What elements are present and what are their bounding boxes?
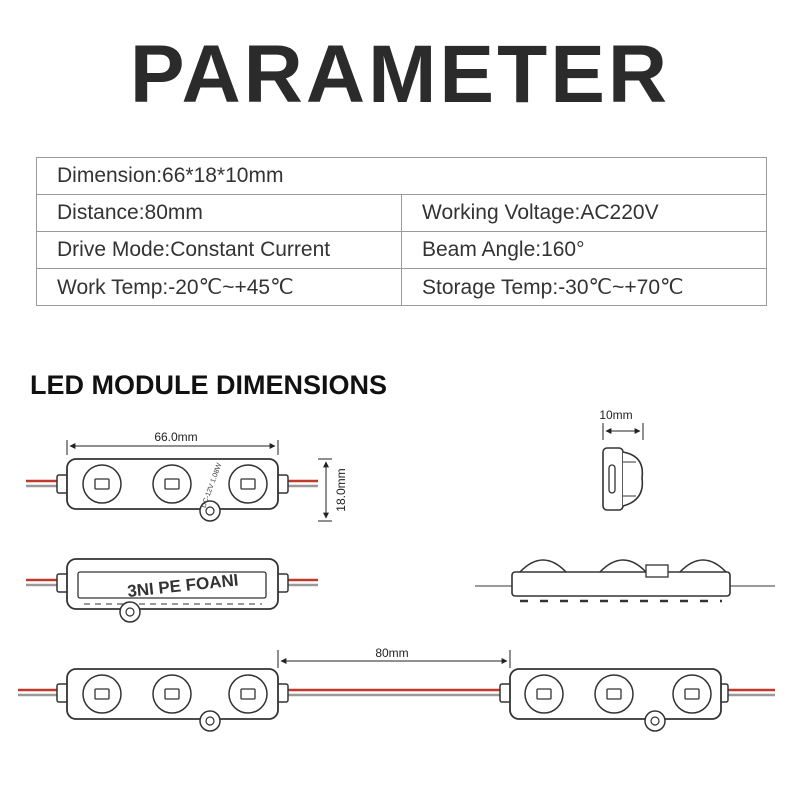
page-title: PARAMETER (129, 29, 671, 120)
depth-label: 10mm (599, 408, 632, 422)
led-module-back-view: 3NI PE FOANI (26, 558, 318, 623)
led-module-elevation-view (475, 559, 775, 603)
spacing-dimension: 80mm (277, 646, 511, 668)
led-module-front-view: DC-12V 1.08W (26, 458, 318, 522)
dimension-cell: Dimension:66*18*10mm (36, 157, 767, 195)
led-module-side-view: 10mm (599, 408, 644, 511)
section-title: LED MODULE DIMENSIONS (30, 370, 388, 400)
table-row: Work Temp:-20℃~+45℃ Storage Temp:-30℃~+7… (36, 268, 767, 306)
spacing-label: 80mm (375, 646, 408, 660)
table-row: Dimension:66*18*10mm (36, 157, 767, 195)
beam-angle-cell: Beam Angle:160° (401, 231, 767, 269)
length-label: 66.0mm (154, 430, 197, 444)
table-row: Distance:80mm Working Voltage:AC220V (36, 194, 767, 232)
distance-cell: Distance:80mm (36, 194, 402, 232)
mounting-tab (199, 500, 221, 522)
led-module-chain (18, 668, 775, 732)
height-label: 18.0mm (334, 468, 348, 511)
storage-temp-cell: Storage Temp:-30℃~+70℃ (401, 268, 767, 306)
work-temp-cell: Work Temp:-20℃~+45℃ (36, 268, 402, 306)
voltage-cell: Working Voltage:AC220V (401, 194, 767, 232)
length-dimension: 66.0mm (66, 430, 279, 455)
led-lens-1 (82, 464, 122, 504)
led-lens-2 (152, 464, 192, 504)
parameter-table: Dimension:66*18*10mm Distance:80mm Worki… (36, 157, 767, 306)
led-lens-3 (228, 464, 268, 504)
height-dimension: 18.0mm (318, 458, 348, 522)
